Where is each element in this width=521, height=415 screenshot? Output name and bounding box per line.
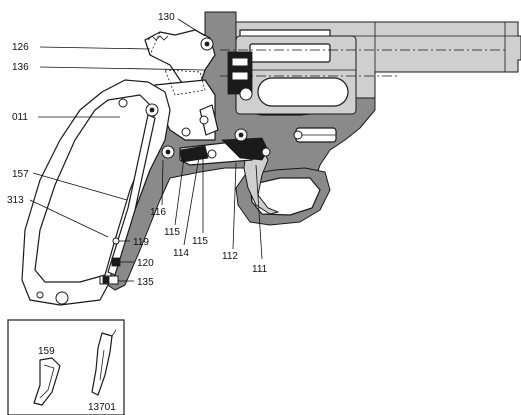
inset-label-159: 159 bbox=[38, 346, 55, 357]
callout-111: 111 bbox=[252, 264, 268, 275]
hammer bbox=[144, 29, 216, 96]
callout-115-right: 115 bbox=[192, 236, 208, 247]
hammer-strut-outline bbox=[164, 69, 206, 96]
grip bbox=[21, 79, 171, 306]
callout-115-left: 115 bbox=[164, 227, 180, 238]
callout-126: 126 bbox=[12, 42, 29, 53]
leader-lines bbox=[29, 18, 263, 282]
rebound-slide bbox=[179, 115, 271, 166]
mainspring bbox=[107, 114, 156, 276]
callout-135: 135 bbox=[137, 277, 154, 288]
callout-114: 114 bbox=[173, 248, 189, 259]
pivot-pin-center bbox=[165, 149, 171, 155]
cylinder bbox=[235, 35, 357, 115]
hand-pawl bbox=[199, 104, 219, 136]
inset-label-13701: 13701 bbox=[88, 402, 116, 413]
inset-detail: 159 13701 bbox=[7, 319, 125, 415]
callout-119: 119 bbox=[133, 237, 149, 248]
callout-116: 116 bbox=[150, 207, 166, 218]
cylinder-bolt-assembly bbox=[227, 51, 253, 101]
callout-120: 120 bbox=[137, 258, 154, 269]
callout-130: 130 bbox=[158, 12, 175, 23]
callout-labels: 130 126 136 011 157 313 116 115 114 115 … bbox=[7, 12, 268, 288]
callout-313: 313 bbox=[7, 195, 24, 206]
callout-136: 136 bbox=[12, 62, 29, 73]
trigger bbox=[243, 147, 280, 215]
callout-112: 112 bbox=[222, 251, 238, 262]
callout-011: 011 bbox=[12, 112, 28, 123]
trigger-guard-opening bbox=[249, 177, 321, 216]
callout-157: 157 bbox=[12, 169, 29, 180]
